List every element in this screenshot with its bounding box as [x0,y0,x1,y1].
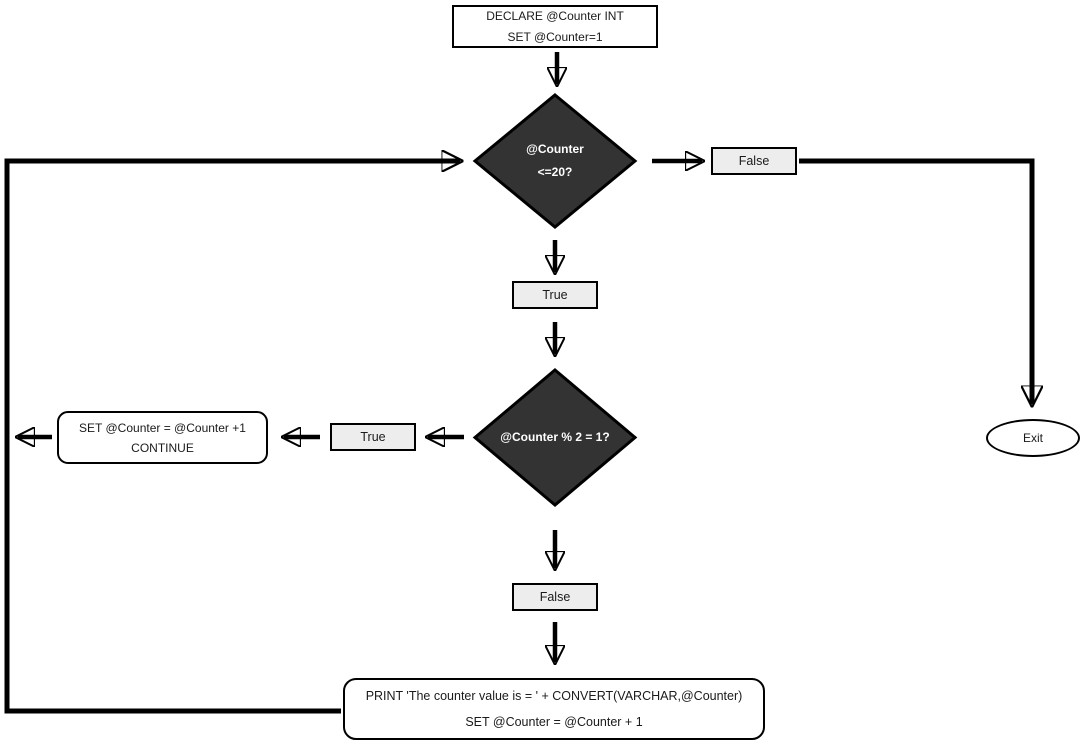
process-set-continue-line1: SET @Counter = @Counter +1 [79,420,246,435]
decision-counter-modulo: @Counter % 2 = 1? [472,367,638,508]
connector-false-to-exit [799,158,1032,404]
process-print-line2: SET @Counter = @Counter + 1 [465,715,643,729]
terminator-exit: Exit [986,419,1080,457]
process-set-continue-line2: CONTINUE [131,440,194,455]
connector-loop-back-to-decision1 [4,161,460,714]
diamond-shape-icon [472,368,638,507]
process-print-line1: PRINT 'The counter value is = ' + CONVER… [365,689,743,703]
process-declare-counter: DECLARE @Counter INT SET @Counter=1 [452,5,658,48]
branch-label-true-left: True [330,423,416,451]
decision-counter-modulo-label: @Counter % 2 = 1? [500,430,610,444]
branch-label-false-bottom: False [512,583,598,611]
branch-label-false-top: False [711,147,797,175]
branch-label-true-top: True [512,281,598,309]
decision-counter-le20-label: @Counter <=20? [526,142,584,179]
process-set-continue: SET @Counter = @Counter +1 CONTINUE [57,411,268,464]
diamond-shape-icon [472,93,638,229]
process-declare-line1: DECLARE @Counter INT [486,8,624,23]
process-declare-line2: SET @Counter=1 [507,29,603,44]
process-print-increment: PRINT 'The counter value is = ' + CONVER… [343,678,765,740]
decision-counter-le20: @Counter <=20? [472,92,638,230]
